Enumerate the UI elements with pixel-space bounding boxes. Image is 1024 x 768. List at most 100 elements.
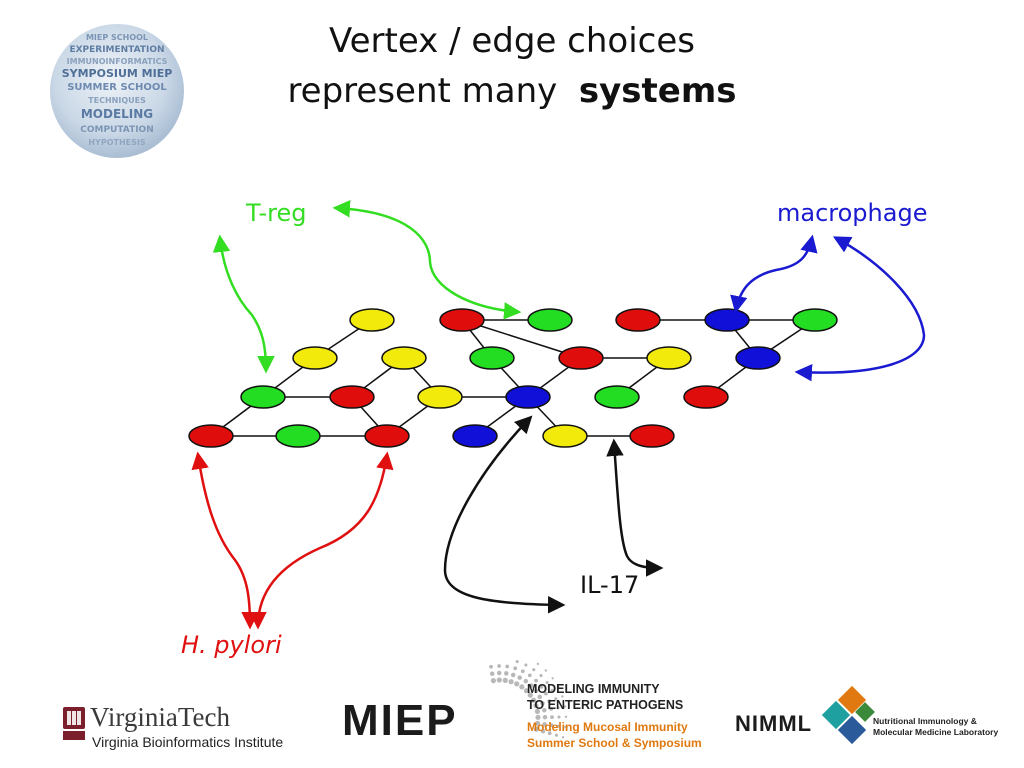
label-hpylori: H. pylori	[181, 631, 282, 659]
miep-dot	[564, 715, 568, 718]
virginia-tech-subtitle: Virginia Bioinformatics Institute	[92, 734, 284, 750]
hpylori-arrow-left	[191, 451, 259, 630]
miep-dot	[497, 664, 501, 668]
miep-dot	[561, 736, 565, 739]
title-line-1: Vertex / edge choices	[329, 21, 695, 61]
miep-dot	[519, 684, 525, 690]
macrophage-arrow-to-right	[794, 236, 926, 382]
macrophage-arrow-to-network	[730, 234, 818, 314]
miep-line-1: MODELING IMMUNITY	[527, 682, 660, 696]
miep-dot	[540, 701, 545, 706]
network-node-blue	[505, 385, 551, 409]
miep-dot	[513, 666, 518, 671]
nimml-line-2: Molecular Medicine Laboratory	[873, 727, 999, 737]
network-node-blue	[735, 346, 781, 370]
miep-dot	[502, 677, 508, 684]
miep-dot	[542, 707, 547, 713]
miep-dot	[544, 669, 547, 672]
network-node-green	[275, 424, 321, 448]
miep-dot	[556, 706, 560, 710]
network-node-green	[792, 308, 838, 332]
miep-dot	[542, 714, 548, 720]
network-node-red	[683, 385, 729, 409]
miep-dot	[554, 697, 558, 701]
network-node-yellow	[292, 346, 338, 370]
label-treg: T-reg	[246, 199, 307, 227]
miep-dot	[542, 722, 547, 727]
macrophage-arrows	[730, 234, 926, 382]
il17-arrow-left	[443, 415, 566, 614]
hpylori-arrows	[191, 451, 394, 630]
symposium-sphere-logo: MIEP SCHOOLEXPERIMENTATIONIMMUNOINFORMAT…	[50, 24, 184, 158]
miep-dot	[549, 723, 554, 728]
nimml-line-1: Nutritional Immunology &	[873, 716, 977, 726]
miep-dot	[527, 692, 533, 698]
miep-dot	[557, 685, 560, 689]
miep-dot	[533, 726, 539, 732]
miep-dot	[529, 683, 534, 688]
sphere-word: MIEP SCHOOL	[86, 33, 148, 42]
miep-dot	[534, 678, 538, 683]
miep-dot	[535, 714, 541, 720]
miep-dot	[489, 671, 495, 676]
miep-dot	[547, 699, 552, 703]
network-node-yellow	[646, 346, 692, 370]
treg-arrow-to-network	[332, 200, 522, 320]
miep-dot	[508, 679, 514, 685]
sphere-word: COMPUTATION	[80, 125, 154, 135]
network-edge	[461, 319, 582, 359]
network-node-green	[594, 385, 640, 409]
network-node-blue	[704, 308, 750, 332]
miep-line-2: TO ENTERIC PATHOGENS	[527, 698, 684, 712]
sphere-word: MODELING	[81, 107, 153, 121]
miep-dot	[540, 728, 546, 734]
title-line-2-regular: represent many	[287, 71, 558, 111]
label-macrophage: macrophage	[777, 199, 928, 227]
miep-dot	[545, 680, 549, 685]
miep-dot	[490, 678, 496, 684]
title-line-2: represent many systems	[200, 66, 824, 116]
miep-dot	[520, 669, 525, 674]
miep-dot	[550, 715, 554, 719]
network-node-green	[240, 385, 286, 409]
miep-dot	[523, 688, 530, 694]
sphere-word: HYPOTHESIS	[88, 138, 146, 147]
title-line-2-bold: systems	[578, 71, 737, 111]
miep-dot	[496, 670, 502, 676]
sphere-word: SUMMER SCHOOL	[67, 82, 167, 93]
miep-dot	[549, 707, 554, 711]
miep-dot	[539, 684, 544, 689]
miep-dot	[531, 697, 537, 703]
network-node-green	[527, 308, 573, 332]
il17-arrows	[443, 415, 664, 614]
miep-dot	[554, 733, 558, 737]
network-nodes	[188, 308, 838, 448]
miep-dot	[556, 724, 560, 728]
network-node-red	[329, 385, 375, 409]
miep-dot	[489, 664, 493, 669]
miep-line-3: Modeling Mucosal Immunity	[527, 720, 688, 734]
slide-title: Vertex / edge choices represent many sys…	[200, 16, 824, 116]
sphere-word: IMMUNOINFORMATICS	[67, 57, 168, 66]
miep-dot	[563, 705, 567, 708]
network-node-yellow	[542, 424, 588, 448]
nimml-logo-mark	[821, 685, 875, 745]
virginia-tech-name: VirginiaTech	[90, 702, 230, 732]
network-node-blue	[452, 424, 498, 448]
miep-dot	[535, 720, 541, 726]
miep-dot	[514, 681, 520, 687]
network-node-yellow	[417, 385, 463, 409]
network-node-yellow	[381, 346, 427, 370]
miep-dot	[533, 703, 539, 709]
network-node-red	[439, 308, 485, 332]
miep-dot	[551, 677, 554, 680]
miep-dot	[527, 673, 532, 678]
miep-dot	[547, 731, 552, 736]
miep-dot	[515, 660, 519, 664]
miep-dot	[561, 695, 564, 698]
miep-dot	[536, 662, 540, 666]
network-node-red	[364, 424, 410, 448]
sphere-word: TECHNIQUES	[88, 96, 146, 105]
